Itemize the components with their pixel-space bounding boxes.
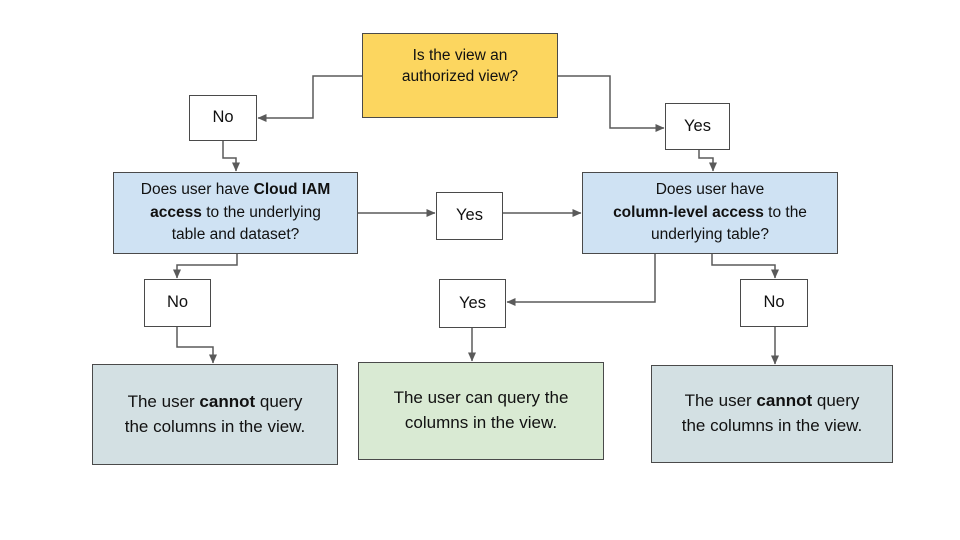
edge-iam-to-no2 (173, 254, 238, 279)
text-line: authorized view? (401, 67, 519, 85)
text-line: the columns in the view. (681, 416, 863, 435)
text-line: The user cannot query (127, 391, 303, 411)
node-outcome-cannot-query-right: The user cannot query the columns in the … (651, 365, 893, 463)
node-answer-no-3: No (740, 279, 808, 327)
text-line: the columns in the view. (124, 416, 306, 436)
text-line: No (212, 108, 234, 127)
node-answer-yes-1: Yes (665, 103, 730, 150)
node-outcome-can-query: The user can query the columns in the vie… (358, 362, 604, 460)
text-line: Yes (456, 206, 483, 225)
text-line: underlying table? (650, 226, 770, 244)
text-line: No (763, 293, 785, 312)
text-line: Is the view an (412, 47, 508, 65)
node-question-authorized-view: Is the view an authorized view? (362, 33, 558, 118)
text-line: The user cannot query (684, 391, 860, 411)
text-line: access to the underlying (150, 203, 321, 221)
node-outcome-cannot-query-left: The user cannot query the columns in the … (92, 364, 338, 465)
edge-col-to-no3 (711, 254, 779, 279)
edge-question-to-yes1 (558, 75, 665, 132)
text-line: The user can query the (393, 388, 569, 408)
edge-question-to-no1 (257, 75, 362, 122)
text-line: Does user have (655, 181, 765, 199)
node-answer-no-1: No (189, 95, 257, 141)
node-answer-yes-middle: Yes (436, 192, 503, 240)
node-answer-no-2: No (144, 279, 211, 327)
text-line: No (166, 293, 189, 312)
node-answer-yes-3: Yes (439, 279, 506, 328)
text-line: columns in the view. (404, 413, 558, 432)
node-question-cloud-iam-access: Does user have Cloud IAM access to the un… (113, 172, 358, 254)
node-question-column-level-access: Does user have column-level access to the… (582, 172, 838, 254)
edge-no2-to-outcome-left (176, 327, 217, 364)
text-line: Does user have Cloud IAM (140, 181, 331, 199)
text-line: table and dataset? (171, 226, 300, 244)
edge-col-to-yes3 (506, 254, 656, 306)
edge-yes1-to-col (698, 150, 717, 172)
edge-no1-to-iam (222, 141, 240, 172)
text-line: Yes (459, 293, 486, 312)
text-line: column-level access to the (613, 203, 807, 221)
text-line: Yes (684, 116, 711, 135)
